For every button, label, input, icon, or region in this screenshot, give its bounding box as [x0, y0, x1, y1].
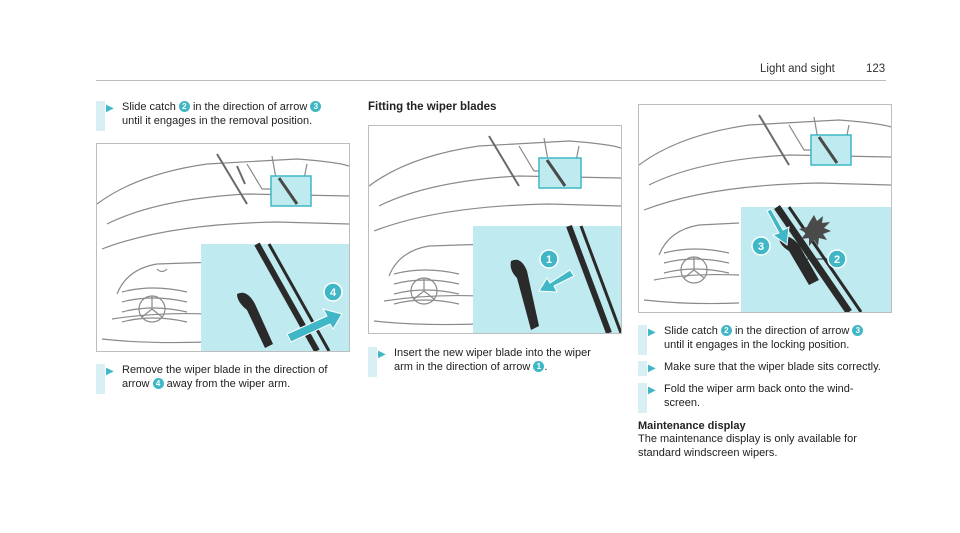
maintenance-heading: Maintenance display — [638, 420, 746, 432]
click-burst-icon — [799, 215, 831, 246]
step-text: Slide catch — [122, 101, 176, 113]
step-bar — [638, 361, 647, 376]
page-number: 123 — [866, 63, 886, 75]
step-bar — [638, 325, 647, 355]
figure-callout: 4 — [330, 287, 337, 299]
step-text: in the direction of arrow — [734, 325, 850, 337]
paragraph-line: The maintenance display is only availabl… — [638, 433, 857, 445]
figure-wiper-fitting: 1 — [368, 125, 622, 334]
figure-callout: 2 — [834, 254, 840, 266]
step-text: arrow — [122, 377, 150, 390]
callout-number-icon: 1 — [533, 360, 545, 372]
step-text: until it engages in the locking position… — [664, 338, 850, 351]
callout-number-icon: 2 — [720, 325, 732, 336]
step-text: Slide catch — [664, 325, 718, 337]
step-bar — [96, 364, 105, 394]
step-bar — [638, 383, 647, 413]
step-arrow-icon: ▶ — [648, 363, 656, 374]
car-outline-icon — [97, 153, 349, 344]
figure-callout: 3 — [758, 241, 764, 253]
step-text: Make sure that the wiper blade sits corr… — [664, 361, 881, 373]
highlight-box — [810, 134, 852, 166]
step-bar — [368, 347, 377, 377]
figure-wiper-locking: 3 2 — [638, 104, 892, 313]
step-arrow-icon: ▶ — [378, 349, 386, 360]
step-arrow-icon: ▶ — [106, 366, 114, 377]
detail-inset — [201, 244, 349, 351]
highlight-box — [538, 157, 582, 189]
section-heading: Fitting the wiper blades — [368, 101, 497, 113]
callout-number-icon: 3 — [310, 101, 322, 112]
callout-number-icon: 3 — [852, 325, 864, 336]
car-outline-icon — [639, 114, 891, 305]
step-fold-arm: ▶ Fold the wiper arm back onto the wind-… — [638, 383, 900, 413]
step-text: until it engages in the removal position… — [122, 114, 313, 127]
step-check-blade: ▶ Make sure that the wiper blade sits co… — [638, 361, 900, 376]
header-rule — [96, 80, 886, 81]
step-insert-blade: ▶ Insert the new wiper blade into the wi… — [368, 347, 628, 377]
step-text: in the direction of arrow — [192, 101, 308, 113]
paragraph-line: standard windscreen wipers. — [638, 446, 778, 459]
figure-wiper-removal: 4 — [96, 143, 350, 352]
step-arrow-icon: ▶ — [648, 385, 656, 396]
step-text: . — [544, 360, 548, 373]
highlight-box — [270, 175, 312, 207]
step-arrow-icon: ▶ — [106, 103, 114, 114]
step-text: Insert the new wiper blade into the wipe… — [394, 347, 591, 359]
step-text: screen. — [664, 396, 701, 409]
step-text: away from the wiper arm. — [166, 377, 291, 390]
figure-callout: 1 — [546, 254, 552, 266]
step-bar — [96, 101, 105, 131]
step-slide-catch-removal: ▶ Slide catch 2 in the direction of arro… — [96, 101, 356, 131]
step-arrow-icon: ▶ — [648, 327, 656, 338]
step-remove-blade: ▶ Remove the wiper blade in the directio… — [96, 364, 356, 394]
step-text: Remove the wiper blade in the direction … — [122, 364, 328, 376]
callout-number-icon: 4 — [152, 377, 164, 389]
step-text: arm in the direction of arrow — [394, 360, 531, 373]
car-outline-icon — [369, 135, 621, 326]
maintenance-paragraph: The maintenance display is only availabl… — [638, 433, 900, 460]
callout-number-icon: 2 — [178, 101, 190, 112]
header-section-title: Light and sight — [760, 63, 835, 75]
step-text: Fold the wiper arm back onto the wind- — [664, 383, 854, 395]
step-slide-catch-locking: ▶ Slide catch 2 in the direction of arro… — [638, 325, 900, 355]
